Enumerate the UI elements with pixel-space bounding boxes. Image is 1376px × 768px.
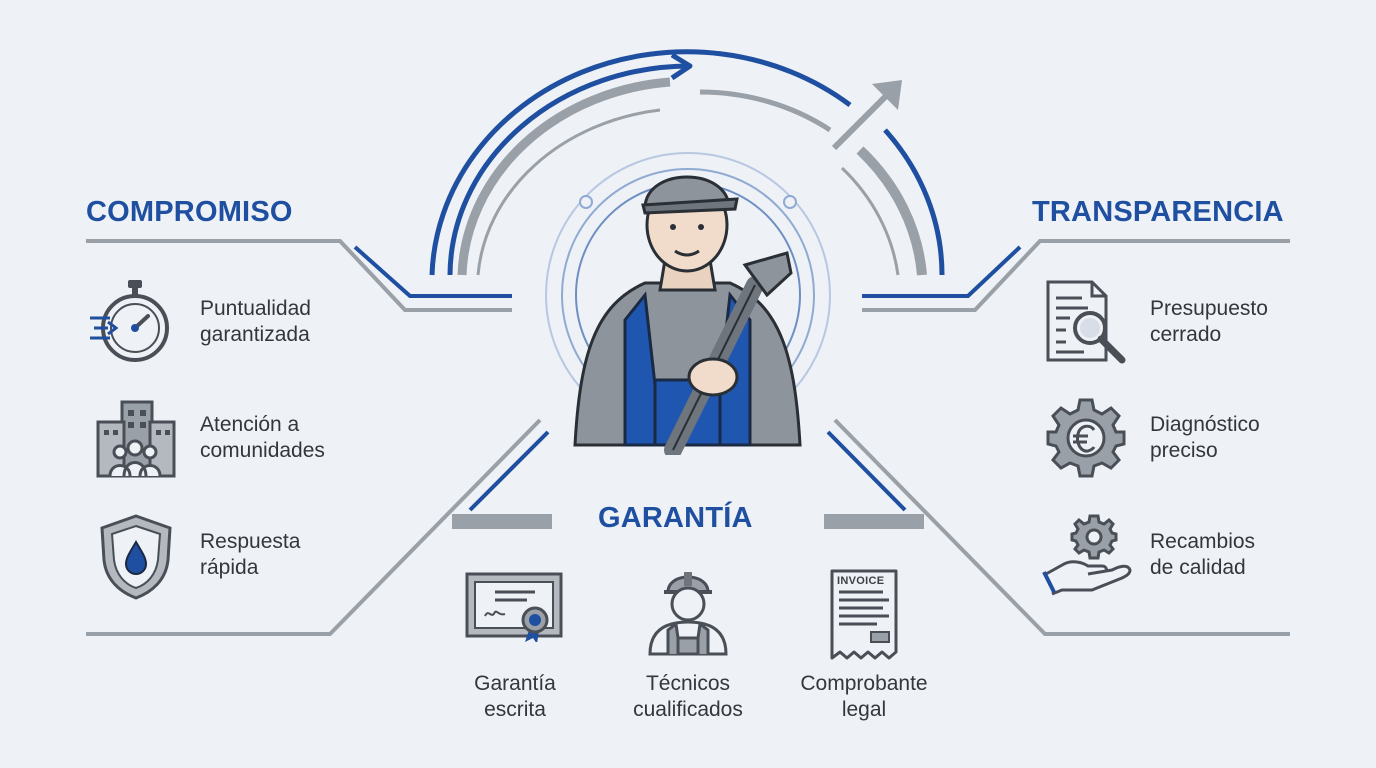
connector-accent-transparencia [862, 245, 1022, 298]
building-community-icon [96, 400, 176, 478]
item-label-respuesta: Respuesta rápida [200, 530, 301, 579]
rising-arrow [831, 87, 895, 151]
section-title-garantia: GARANTÍA [598, 502, 753, 534]
connector-accent-compromiso [353, 245, 512, 298]
arc-arrow-head [670, 52, 693, 81]
garantia-bar-left [452, 514, 552, 529]
connector-accent-garantia-left [468, 430, 550, 512]
item-label-recambios: Recambios de calidad [1150, 530, 1256, 579]
technician-icon [648, 572, 728, 656]
invoice-badge-text: INVOICE [837, 575, 885, 587]
arc-gray-right [856, 146, 927, 276]
invoice-icon: INVOICE [829, 568, 899, 660]
section-title-compromiso: COMPROMISO [86, 196, 293, 228]
connector-line-transparencia-bottom [833, 418, 1290, 636]
connector-accent-garantia-right [826, 430, 907, 512]
arc-inner-gray [457, 77, 671, 276]
rising-arrow-head [872, 80, 902, 110]
item-label-atencion: Atención a comunidades [200, 413, 325, 462]
item-label-presupuesto: Presupuesto cerrado [1150, 297, 1268, 346]
section-title-transparencia: TRANSPARENCIA [1032, 196, 1284, 228]
garantia-bar-right [824, 514, 924, 529]
gear-euro-icon [1046, 398, 1126, 478]
halo-node-left [579, 195, 593, 209]
arc-inner-gray-2 [476, 108, 661, 276]
connector-line-transparencia-top [862, 239, 1290, 312]
arc-gray-right-top [699, 89, 832, 133]
connector-line-compromiso-bottom [86, 418, 542, 636]
arc-outer-blue [429, 49, 852, 276]
connector-line-compromiso-top [86, 239, 512, 312]
item-label-tecnicos: Técnicos cualificados [633, 672, 743, 721]
item-label-puntualidad: Puntualidad garantizada [200, 297, 311, 346]
hand-gear-icon [1042, 514, 1132, 596]
halo-node-right [783, 195, 797, 209]
item-label-diagnostico: Diagnóstico preciso [1150, 413, 1260, 462]
arc-mid-blue [447, 63, 691, 276]
shield-drop-icon [100, 514, 172, 600]
item-label-comprobante: Comprobante legal [800, 672, 928, 721]
document-magnifier-icon [1046, 280, 1126, 364]
arc-outer-blue-right [883, 128, 945, 276]
arc-gray-right-2 [840, 166, 900, 276]
plumber-with-wrench-icon [573, 175, 802, 455]
stopwatch-icon [90, 280, 169, 362]
item-label-garantia-escrita: Garantía escrita [474, 672, 556, 721]
certificate-icon [465, 572, 563, 642]
